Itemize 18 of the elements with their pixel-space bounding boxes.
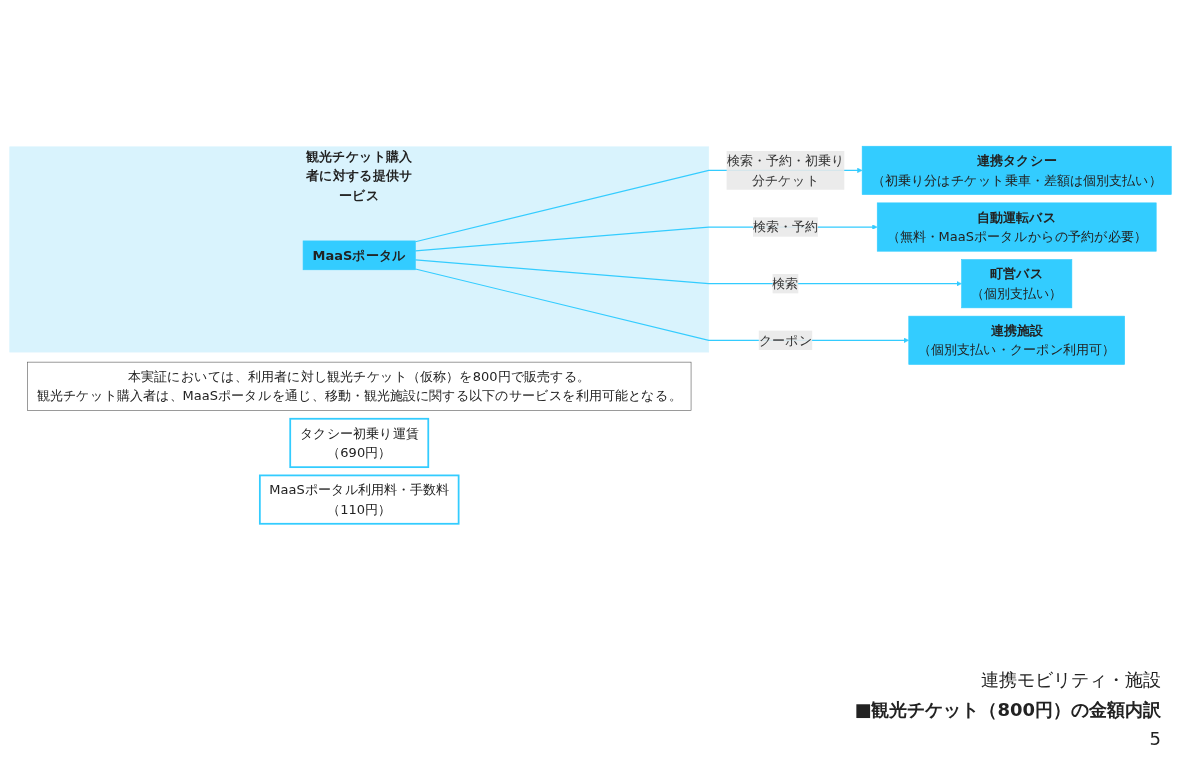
node-box: MaaSポータル	[302, 240, 416, 271]
edge-label: 検索	[772, 276, 799, 292]
section-heading: ■観光チケット（800円）の金額内訳	[854, 698, 1161, 722]
node-box: 町営バス （個別支払い）	[961, 259, 1073, 309]
edge-label: 検索・予約	[753, 219, 818, 235]
arrow	[414, 259, 962, 287]
edge-label: 検索・予約・初乗り分チケット	[726, 153, 845, 188]
node-box: MaaSポータル利用料・手数料 （110円）	[258, 474, 460, 525]
arrow	[414, 268, 909, 343]
arrow	[414, 167, 863, 243]
node-box: 本実証においては、利用者に対し観光チケット（仮称）を800円で販売する。 観光チケット購入者は、MaaSポータルを通じ、移動・観光施設に関する以下のサービスを利用可能となる。	[27, 361, 692, 411]
edge-label: クーポン	[758, 332, 813, 348]
node-box: タクシー初乗り運賃 （690円）	[289, 417, 430, 469]
node-box: 連携施設 （個別支払い・クーポン利用可）	[908, 315, 1125, 365]
group-heading: 連携モビリティ・施設	[980, 668, 1161, 692]
node-box: 自動運転バス （無料・MaaSポータルからの予約が必要）	[876, 202, 1157, 252]
page-number: 5	[1148, 728, 1161, 749]
node-box: 連携タクシー （初乗り分はチケット乗車・差額は個別支払い）	[861, 145, 1172, 195]
